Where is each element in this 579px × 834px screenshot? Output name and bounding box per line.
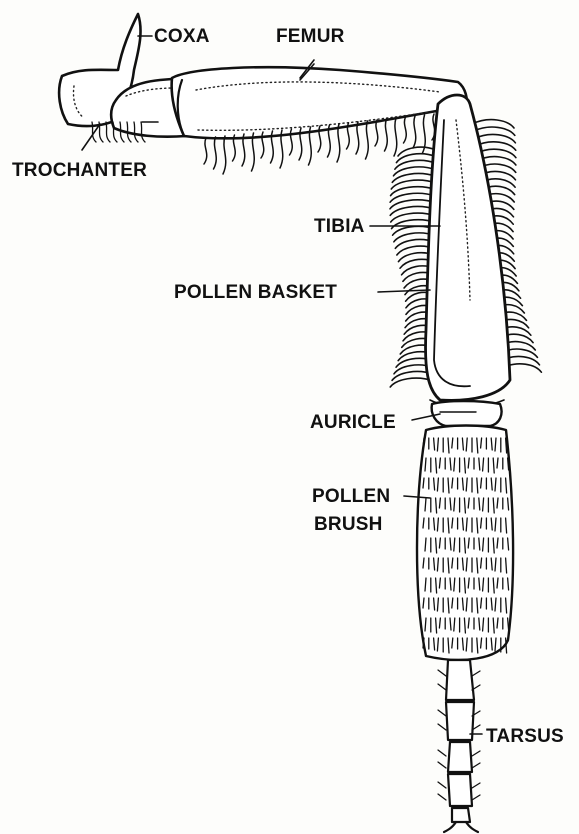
tarsus-hair [438,750,446,756]
pollen-brush-segment [417,426,513,660]
trochanter-hair [106,122,110,142]
tarsus-hair [438,724,446,730]
femur-hair [404,117,407,143]
tarsus-hair [438,782,446,788]
tarsus-hair [438,670,446,676]
tarsus-segment [438,660,480,832]
label-tibia: TIBIA [314,216,365,237]
label-coxa: COXA [154,26,210,47]
femur-hair [375,120,378,146]
femur-hair [385,119,388,151]
femur-hair [223,136,226,174]
label-auricle: AURICLE [310,412,396,433]
basket-hair-left [390,378,433,387]
femur-hair [214,137,217,169]
femur-hair [356,122,359,154]
tarsus-hair [472,751,480,756]
tarsus-hair [438,710,446,716]
femur-hair [366,121,369,159]
tibia-segment [390,95,541,408]
femur-hair [337,124,340,162]
femur-hair [394,118,397,156]
label-pollen-brush-line1: POLLEN [312,486,390,507]
femur-hair [413,116,416,148]
tarsus-hair [438,684,446,690]
auricle-segment [432,401,502,426]
tarsus-hair [472,783,480,788]
tarsus-hair [438,762,446,768]
label-trochanter: TROCHANTER [12,160,147,181]
label-femur: FEMUR [276,26,345,47]
tarsus-hair [472,763,480,768]
label-tarsus: TARSUS [486,726,564,747]
femur-hair [204,138,207,164]
tarsus-hair [472,795,480,800]
tarsus-hair [438,794,446,800]
tarsus-hair [472,671,480,676]
label-pollen-basket: POLLEN BASKET [174,282,337,303]
label-pollen-brush-line2: BRUSH [314,514,383,535]
